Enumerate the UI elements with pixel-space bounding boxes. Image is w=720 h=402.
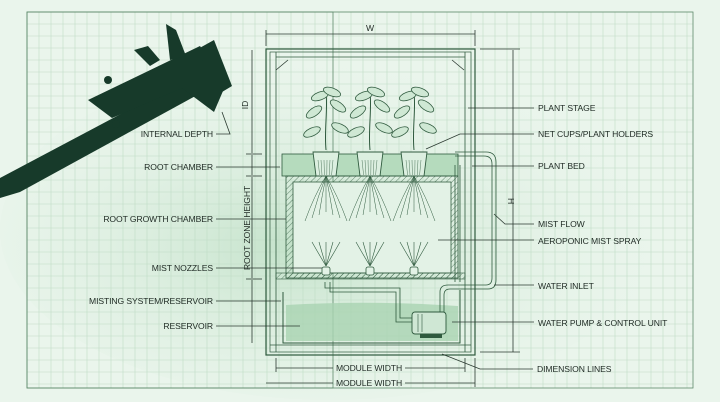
mist-arrow <box>369 241 378 267</box>
root <box>369 175 392 222</box>
net-cup <box>356 151 384 177</box>
leaf <box>367 86 385 98</box>
dimension-lines <box>246 30 520 387</box>
label-plant-stage: PLANT STAGE <box>538 103 596 113</box>
root <box>369 175 385 219</box>
mist-arrow <box>413 241 422 267</box>
net-cup-mesh <box>375 159 378 176</box>
label-aeroponic-mist-spray: AEROPONIC MIST SPRAY <box>538 236 642 246</box>
root <box>369 175 378 216</box>
label-mist-nozzles: MIST NOZZLES <box>152 263 214 273</box>
leaf <box>331 122 349 134</box>
mist-arrow <box>325 241 334 267</box>
label-net-cups: NET CUPS/PLANT HOLDERS <box>538 129 653 139</box>
mist-nozzle <box>321 266 331 276</box>
root-zone-height-label: ROOT ZONE HEIGHT <box>242 185 252 270</box>
leaf <box>347 126 365 138</box>
mist-arrow <box>318 241 327 267</box>
net-cup-mesh <box>419 159 422 176</box>
module-width-inner-label: MODULE WIDTH <box>336 363 402 373</box>
water-pump <box>411 311 447 338</box>
net-cup-mesh <box>405 159 408 176</box>
mist-arrow <box>311 241 327 267</box>
label-misting-system-reservoir: MISTING SYSTEM/RESERVOIR <box>89 296 213 306</box>
label-dimension-lines: DIMENSION LINES <box>537 364 612 374</box>
internal-depth-dimension-label: ID <box>240 101 250 109</box>
leaf <box>349 105 367 119</box>
root <box>318 175 327 216</box>
label-mist-flow: MIST FLOW <box>538 219 586 229</box>
leaf <box>393 105 411 119</box>
net-cup-mesh <box>361 159 364 176</box>
leaf <box>391 126 409 138</box>
leaf <box>375 122 393 134</box>
leaf <box>419 122 437 134</box>
mist-arrow <box>413 241 429 267</box>
net-cup <box>312 151 340 177</box>
net-cup-mesh <box>408 159 411 176</box>
width-dimension-label: W <box>366 23 375 33</box>
grid-frame <box>26 11 694 389</box>
mist-arrow <box>406 241 415 267</box>
mist-pipes <box>324 151 497 323</box>
root <box>355 175 371 219</box>
net-cup-mesh <box>317 159 320 176</box>
caliper-icon <box>0 24 232 198</box>
mist-arrow <box>362 241 371 267</box>
leaf <box>373 99 391 113</box>
mist-arrow <box>369 241 385 267</box>
root <box>325 175 341 219</box>
leaf <box>417 99 435 113</box>
height-dimension-label: H <box>506 198 516 204</box>
net-cup-mesh <box>331 159 334 176</box>
net-cup-mesh <box>417 159 419 176</box>
net-cup-mesh <box>320 159 323 176</box>
leaf <box>329 99 347 113</box>
module-frame <box>265 48 476 356</box>
label-water-pump: WATER PUMP & CONTROL UNIT <box>538 318 668 328</box>
root <box>399 175 415 219</box>
root <box>413 175 422 216</box>
label-internal-depth: INTERNAL DEPTH <box>141 129 213 139</box>
label-root-growth-chamber: ROOT GROWTH CHAMBER <box>103 214 213 224</box>
root <box>348 175 371 222</box>
label-water-inlet: WATER INLET <box>538 281 595 291</box>
root <box>311 175 327 219</box>
leaf <box>323 86 341 98</box>
root <box>325 175 348 222</box>
root <box>392 175 415 222</box>
root <box>413 175 436 222</box>
mist-arrow <box>355 241 371 267</box>
root <box>325 175 334 216</box>
leaf <box>303 126 321 138</box>
net-cup-mesh <box>364 159 367 176</box>
root <box>362 175 371 216</box>
label-plant-bed: PLANT BED <box>538 161 585 171</box>
mist-nozzle <box>409 266 419 276</box>
module-width-outer-label: MODULE WIDTH <box>336 378 402 388</box>
net-cup <box>400 151 428 177</box>
left-callouts: INTERNAL DEPTH ROOT CHAMBER ROOT GROWTH … <box>89 111 322 331</box>
label-reservoir: RESERVOIR <box>163 321 213 331</box>
root <box>304 175 327 222</box>
net-cup-mesh <box>329 159 331 176</box>
mist-arrow <box>325 241 341 267</box>
net-cup-mesh <box>373 159 375 176</box>
plants <box>303 86 437 276</box>
leaf <box>411 86 429 98</box>
right-callouts: PLANT STAGE NET CUPS/PLANT HOLDERS PLANT… <box>425 103 668 374</box>
mist-nozzle <box>365 266 375 276</box>
root <box>406 175 415 216</box>
leaf <box>305 105 323 119</box>
mist-arrow <box>399 241 415 267</box>
root <box>413 175 429 219</box>
label-root-chamber: ROOT CHAMBER <box>144 162 213 172</box>
